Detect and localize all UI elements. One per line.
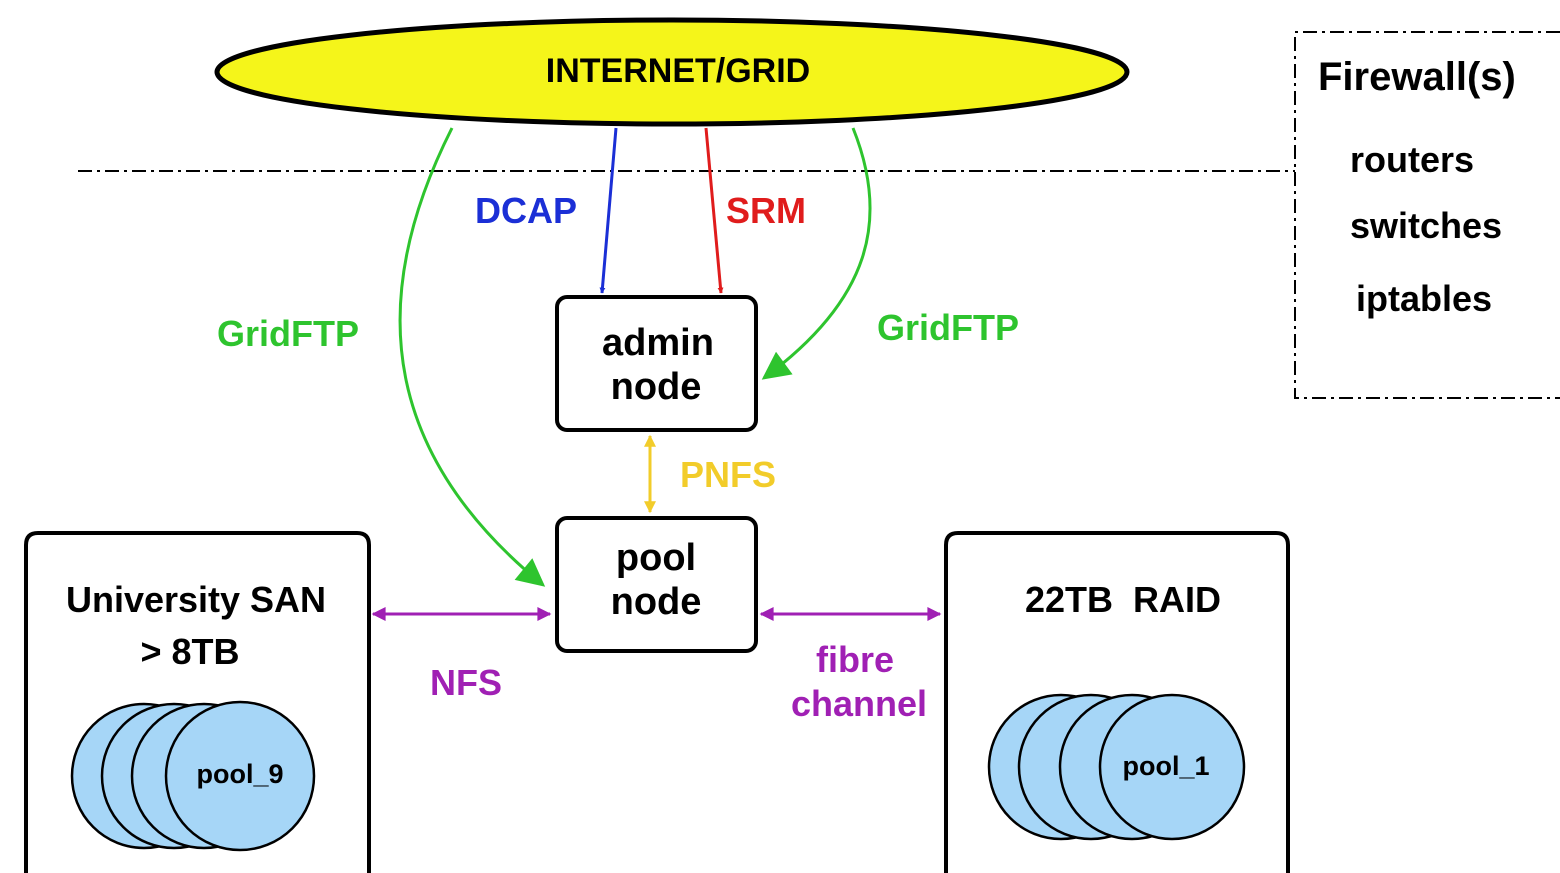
pool-node-label-line2: node	[611, 581, 702, 623]
gridftp-left-label: GridFTP	[217, 313, 359, 354]
fibre-channel-label-line1: fibre	[816, 639, 894, 680]
fibre-channel-label-line2: channel	[791, 683, 927, 724]
pool-node-box	[555, 516, 758, 653]
university-san-label-line1: University SAN	[66, 579, 326, 620]
pool-node-label-line1: pool	[616, 537, 696, 579]
srm-label: SRM	[726, 190, 806, 231]
raid-label: 22TB RAID	[1025, 579, 1221, 620]
srm-arrow	[704, 127, 724, 294]
internet-grid-ellipse	[214, 17, 1130, 127]
dcap-label: DCAP	[475, 190, 577, 231]
internet-grid-label: INTERNET/GRID	[546, 52, 810, 90]
nfs-label: NFS	[430, 662, 502, 703]
firewall-box	[1294, 31, 1560, 399]
raid-disk	[1098, 693, 1246, 841]
gridftp-right-label: GridFTP	[877, 307, 1019, 348]
firewall-item-switches: switches	[1350, 205, 1502, 246]
admin-node-box	[555, 295, 758, 432]
san-disk	[164, 700, 316, 852]
pnfs-label: PNFS	[680, 454, 776, 495]
admin-node-label-line2: node	[611, 366, 702, 408]
firewall-item-iptables: iptables	[1356, 278, 1492, 319]
gridftp-left-arrow	[398, 127, 546, 587]
pool-9-label: pool_9	[196, 759, 283, 789]
admin-node-label-line1: admin	[602, 322, 714, 364]
firewall-item-routers: routers	[1350, 139, 1474, 180]
gridftp-right-arrow	[761, 127, 872, 380]
university-san-label-line2: > 8TB	[140, 631, 239, 672]
raid-disk-stack	[987, 693, 1246, 841]
firewall-title: Firewall(s)	[1318, 55, 1516, 99]
dcap-arrow	[599, 127, 618, 294]
pool-1-label: pool_1	[1122, 751, 1209, 781]
san-disk-stack	[70, 700, 316, 852]
